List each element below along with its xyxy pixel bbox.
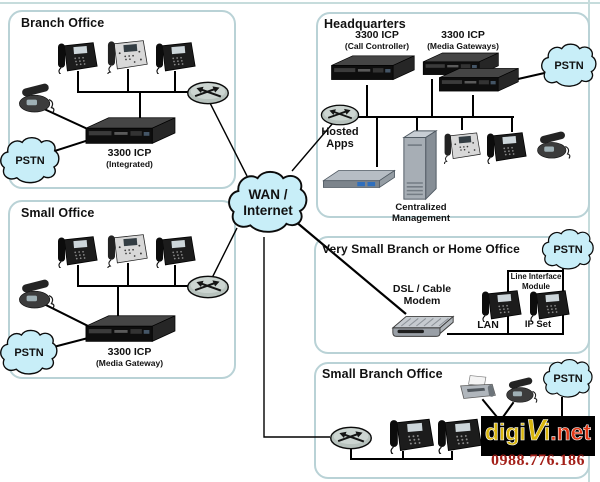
icp-name: 3300 ICP — [107, 147, 152, 159]
media-gateway-label: 3300 ICP (Media Gateways) — [418, 29, 508, 51]
icp-appliance-icon — [82, 312, 177, 348]
icp-appliance-icon — [82, 114, 177, 150]
pstn-cloud: PSTN — [541, 40, 597, 92]
tower-server-icon — [400, 128, 440, 202]
frame-top-line — [0, 2, 600, 4]
line-interface-module-label: Line Interface Module — [507, 272, 565, 292]
router-icon — [186, 275, 230, 299]
ip-phone-icon — [104, 228, 148, 268]
ip-phone-icon — [441, 126, 481, 164]
icp-label: 3300 ICP (Media Gateway) — [82, 346, 177, 368]
ip-phone-icon — [52, 38, 100, 74]
lan-label: LAN — [477, 319, 499, 331]
router-icon — [328, 426, 374, 450]
logo-text-digi: digi — [484, 419, 526, 446]
headquarters-title: Headquarters — [324, 17, 406, 31]
icp-label: 3300 ICP (Integrated) — [82, 147, 177, 169]
centralized-management-label: Centralized Management — [391, 202, 451, 224]
cordless-phone-icon — [530, 130, 578, 160]
hosted-apps-label: Hosted Apps — [321, 126, 359, 151]
cordless-phone-icon — [12, 278, 62, 310]
ip-set-label: IP Set — [524, 319, 552, 330]
cordless-phone-icon — [12, 82, 62, 114]
modem-icon — [390, 310, 456, 342]
icp-name: 3300 ICP — [107, 346, 152, 358]
router-icon — [186, 81, 230, 105]
ip-phone-icon — [433, 414, 483, 454]
icp-type: (Integrated) — [106, 158, 153, 169]
pstn-label: PSTN — [14, 347, 44, 359]
pstn-cloud: PSTN — [541, 358, 595, 400]
cordless-phone-icon — [500, 376, 544, 404]
small-branch-title: Small Branch Office — [322, 367, 443, 381]
icp-type: (Media Gateway) — [95, 357, 164, 368]
pstn-cloud: PSTN — [541, 228, 595, 272]
call-controller-label: 3300 ICP (Call Controller) — [332, 29, 422, 51]
modem-label: DSL / Cable Modem — [392, 283, 452, 307]
ip-phone-icon — [385, 414, 435, 454]
logo-text-net: .net — [550, 419, 592, 446]
icp-appliance-icon — [328, 50, 416, 88]
wan-internet-cloud: WAN / Internet — [228, 168, 308, 238]
ip-phone-icon — [104, 34, 148, 74]
watermark-phone-number: 0988.776.186 — [491, 452, 585, 469]
cc-type: (Call Controller) — [344, 40, 410, 51]
wan-label-line2: Internet — [243, 203, 293, 218]
mg-name: 3300 ICP — [441, 29, 485, 41]
pstn-cloud: PSTN — [0, 135, 60, 187]
pstn-label: PSTN — [553, 373, 583, 385]
lim-line1: Line Interface — [510, 272, 562, 281]
ip-phone-icon — [150, 38, 198, 74]
mg-type: (Media Gateways) — [427, 40, 499, 51]
ip-phone-icon — [150, 232, 198, 268]
wan-label-line1: WAN / — [248, 186, 288, 202]
lim-line2: Module — [522, 281, 550, 291]
branch-office-title: Branch Office — [21, 16, 105, 30]
logo-checkmark-v: V — [525, 414, 546, 447]
very-small-branch-title: Very Small Branch or Home Office — [322, 242, 520, 256]
fax-machine-icon — [456, 374, 500, 404]
pstn-cloud: PSTN — [0, 328, 58, 378]
cc-name: 3300 ICP — [355, 29, 399, 41]
ip-phone-icon — [482, 128, 528, 164]
pstn-label: PSTN — [15, 155, 45, 167]
icp-appliance-icon — [436, 64, 520, 98]
server-icon — [320, 164, 398, 194]
wan-label: WAN / Internet — [228, 168, 308, 238]
pstn-label: PSTN — [554, 60, 584, 72]
ip-phone-icon — [52, 232, 100, 268]
router-icon — [320, 104, 360, 126]
logo-text-i: i — [543, 419, 551, 446]
small-office-title: Small Office — [21, 206, 95, 220]
pstn-label: PSTN — [553, 244, 583, 256]
